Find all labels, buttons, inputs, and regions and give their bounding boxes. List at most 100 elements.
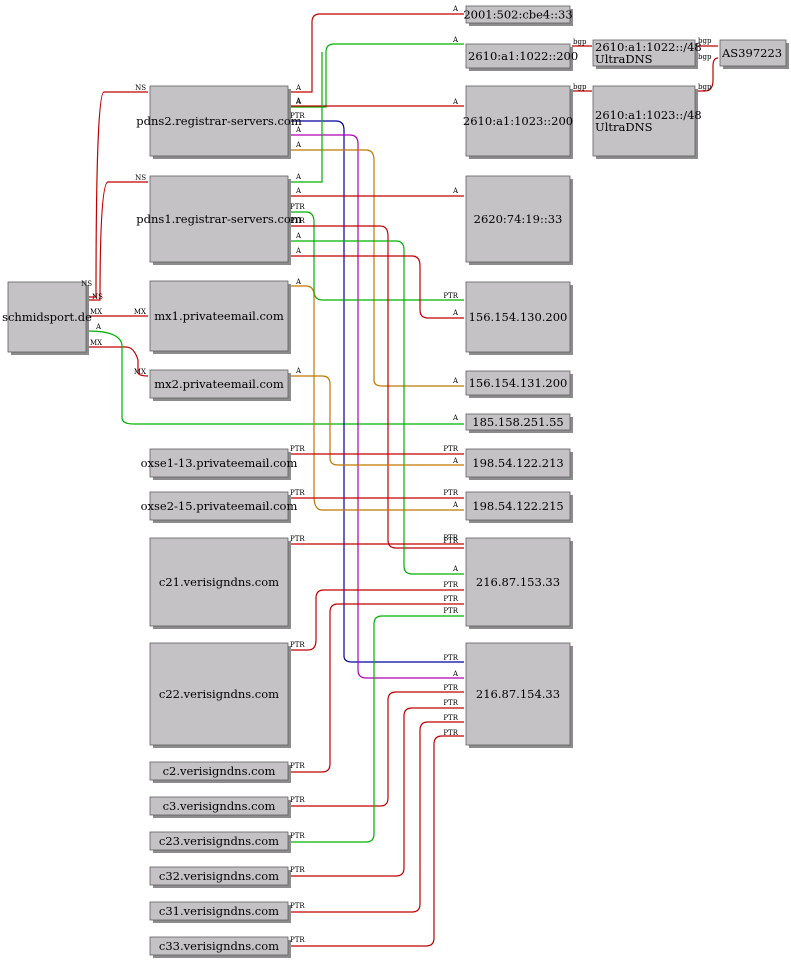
edge-line <box>88 346 149 377</box>
edge-line <box>290 375 464 466</box>
edge-9 <box>290 134 464 679</box>
edge-label: PTR <box>443 537 458 545</box>
node-label: 2001:502:cbe4::33 <box>463 8 572 22</box>
edge-label: MX <box>134 308 146 316</box>
node-c21: c21.verisigndns.com <box>149 537 291 629</box>
node-label: c22.verisigndns.com <box>159 687 279 701</box>
node-pdns1: pdns1.registrar-servers.com <box>136 175 302 265</box>
edge-14 <box>290 225 464 549</box>
edge-line <box>290 615 464 843</box>
edge-label: PTR <box>443 489 458 497</box>
node-label: c2.verisigndns.com <box>163 764 276 778</box>
edge-label: A <box>295 97 302 105</box>
edge-label: A <box>295 187 302 195</box>
node-ip-215: 198.54.122.215 <box>465 491 573 523</box>
edge-label: PTR <box>290 203 305 211</box>
node-mx2: mx2.privateemail.com <box>149 369 291 401</box>
edge-label: A <box>295 126 302 134</box>
edge-label: PTR <box>290 762 305 770</box>
edge-line <box>290 52 323 183</box>
node-c23: c23.verisigndns.com <box>149 831 291 853</box>
edge-line <box>290 603 464 773</box>
edge-label: PTR <box>443 581 458 589</box>
edge-25 <box>290 615 464 843</box>
edge-label: NS <box>92 293 103 301</box>
node-label: 198.54.122.213 <box>472 456 563 470</box>
edge-22 <box>290 589 464 651</box>
node-c22: c22.verisigndns.com <box>149 642 291 748</box>
edge-line <box>290 285 464 511</box>
edge-32 <box>697 57 719 92</box>
node-label: c32.verisigndns.com <box>159 869 279 883</box>
node-label: mx1.privateemail.com <box>154 309 284 323</box>
edge-label: PTR <box>290 535 305 543</box>
node-ip-153: 216.87.153.33 <box>465 537 573 629</box>
node-oxse1: oxse1-13.privateemail.com <box>141 448 298 480</box>
node-label: c3.verisigndns.com <box>163 799 276 813</box>
edge-label: A <box>295 98 302 106</box>
edge-5 <box>290 13 464 93</box>
edge-label: A <box>452 501 459 509</box>
node-label: oxse1-13.privateemail.com <box>141 456 298 470</box>
edge-26 <box>290 707 464 877</box>
edge-4 <box>87 330 464 425</box>
edge-line <box>290 589 464 651</box>
edge-label: bgp <box>698 53 712 61</box>
edge-16 <box>290 255 464 319</box>
edge-label: A <box>452 309 459 317</box>
node-c33: c33.verisigndns.com <box>149 936 291 958</box>
node-pdns2: pdns2.registrar-servers.com <box>136 85 302 159</box>
edge-label: PTR <box>290 217 305 225</box>
edge-line <box>290 120 464 663</box>
edge-label: PTR <box>443 595 458 603</box>
node-label: c21.verisigndns.com <box>159 575 279 589</box>
node-label: 2610:a1:1022::/48 <box>595 40 702 54</box>
node-mx1: mx1.privateemail.com <box>149 280 291 354</box>
edge-23 <box>290 603 464 773</box>
node-ip-2610-1023: 2610:a1:1023::200 <box>463 85 573 159</box>
node-as: AS397223 <box>719 39 789 69</box>
edge-label: MX <box>90 339 102 347</box>
edge-line <box>290 149 464 387</box>
edge-line <box>87 330 464 425</box>
node-label: 156.154.131.200 <box>469 376 568 390</box>
node-label: UltraDNS <box>595 120 653 134</box>
edge-label: PTR <box>290 866 305 874</box>
edge-label: A <box>452 377 459 385</box>
edge-17 <box>290 285 464 511</box>
edge-label: bgp <box>698 83 712 91</box>
edge-15 <box>290 240 464 575</box>
edge-1 <box>88 181 148 301</box>
edge-label: PTR <box>443 607 458 615</box>
edge-layer <box>87 13 719 947</box>
node-label: 198.54.122.215 <box>472 499 563 513</box>
edge-label: PTR <box>290 936 305 944</box>
edge-label: A <box>452 457 459 465</box>
node-label: 2610:a1:1023::200 <box>463 114 573 128</box>
edge-label: A <box>452 5 459 13</box>
node-layer: schmidsport.depdns2.registrar-servers.co… <box>2 5 789 958</box>
edge-label: A <box>295 84 302 92</box>
edge-label: bgp <box>573 38 587 46</box>
edge-label: A <box>452 670 459 678</box>
node-label: 216.87.154.33 <box>476 687 560 701</box>
edge-label: bgp <box>698 37 712 45</box>
edge-label: bgp <box>573 83 587 91</box>
node-ip-131: 156.154.131.200 <box>465 370 573 398</box>
node-oxse2: oxse2-15.privateemail.com <box>141 491 298 523</box>
edge-line <box>290 240 464 575</box>
edge-11 <box>290 52 323 183</box>
edge-label: A <box>295 247 302 255</box>
node-c3: c3.verisigndns.com <box>149 796 291 818</box>
edge-0 <box>88 91 148 298</box>
edge-28 <box>290 735 464 947</box>
node-c32: c32.verisigndns.com <box>149 866 291 888</box>
node-label: oxse2-15.privateemail.com <box>141 499 298 513</box>
edge-line <box>290 134 464 679</box>
edge-line <box>290 43 464 108</box>
edge-line <box>290 225 464 549</box>
node-label: 216.87.153.33 <box>476 575 560 589</box>
